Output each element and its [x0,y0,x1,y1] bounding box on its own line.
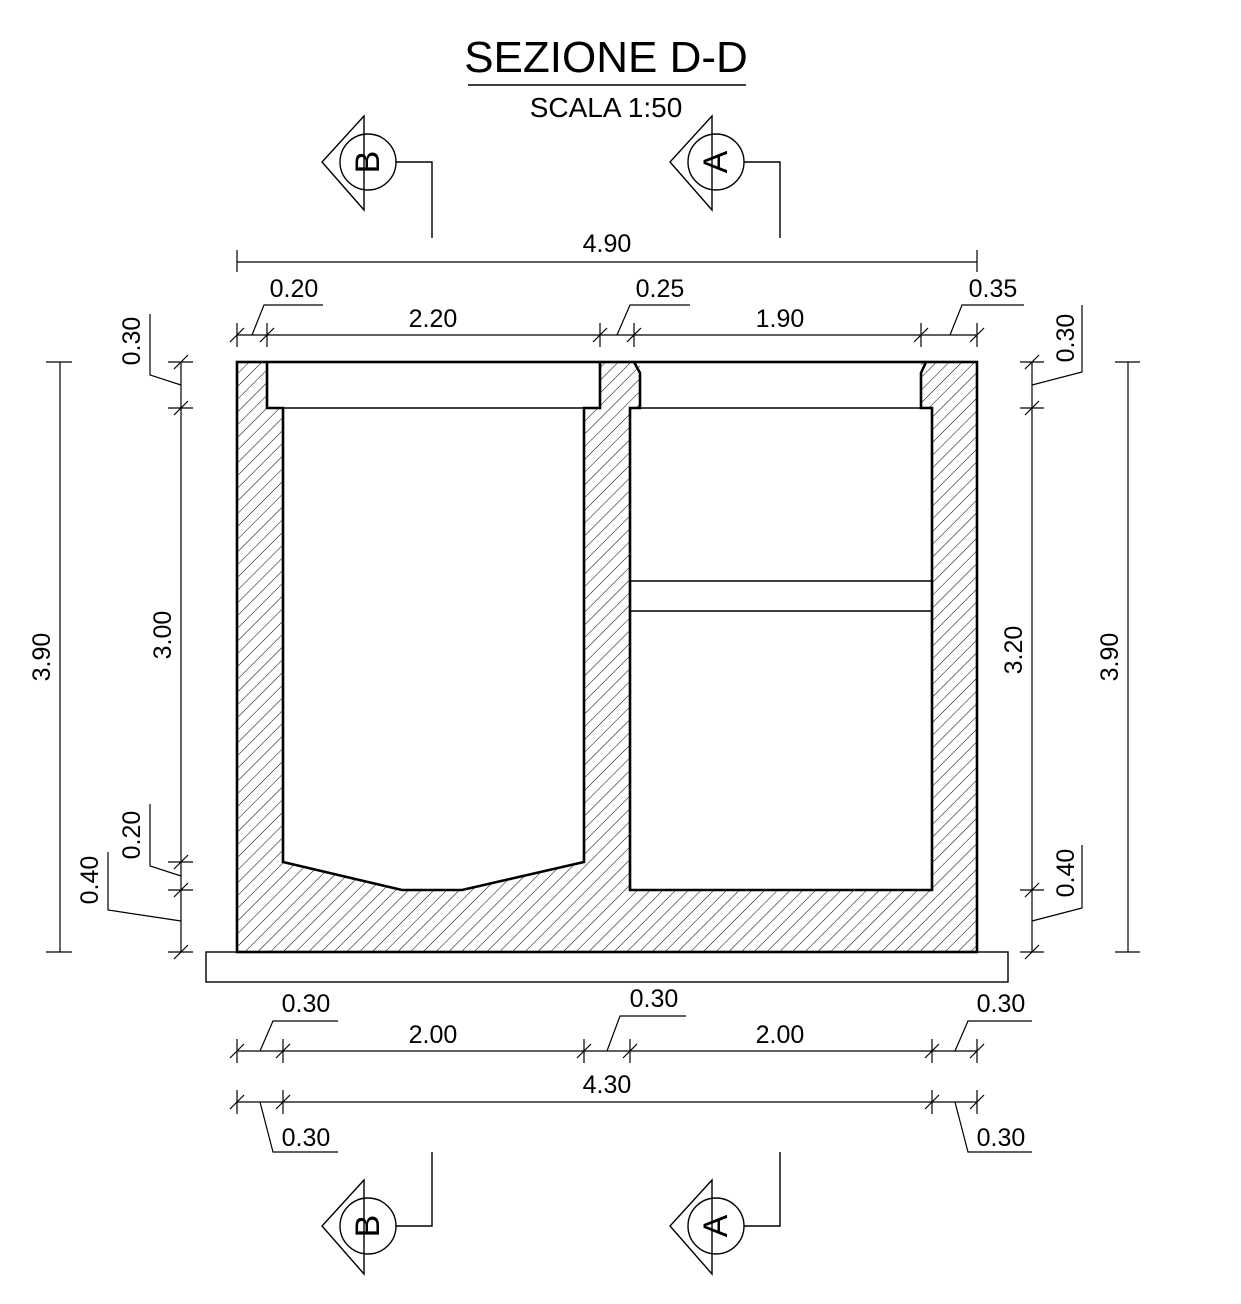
svg-text:4.90: 4.90 [583,230,632,258]
svg-text:4.30: 4.30 [583,1071,632,1099]
dim-total-height-left: 3.90 [28,361,72,953]
svg-text:0.40: 0.40 [1052,849,1080,898]
svg-text:A: A [697,150,735,173]
svg-text:0.25: 0.25 [636,275,685,303]
svg-text:0.20: 0.20 [118,811,146,860]
svg-text:B: B [349,1215,387,1238]
svg-text:0.30: 0.30 [282,990,331,1018]
svg-text:2.00: 2.00 [756,1021,805,1049]
dim-total-height-right: 3.90 [1096,361,1140,953]
svg-text:2.00: 2.00 [409,1021,458,1049]
dim-total-width-bottom: 4.30 0.30 0.30 [229,1071,1032,1153]
dim-right-segments: 0.30 3.20 0.40 [1000,305,1083,960]
drawing-scale: SCALA 1:50 [530,92,683,123]
dim-left-segments: 0.30 3.00 0.20 0.40 [76,314,193,960]
svg-text:0.30: 0.30 [630,985,679,1013]
dim-top-segments: 0.20 2.20 0.25 1.90 0.35 [229,275,1024,347]
dim-total-width-top: 4.90 [236,230,978,272]
section-marker-top-left: B [321,114,433,238]
drawing-title: SEZIONE D-D [464,33,748,82]
svg-text:3.20: 3.20 [1000,626,1028,675]
svg-text:3.90: 3.90 [28,633,56,682]
svg-text:0.30: 0.30 [118,317,146,366]
svg-text:1.90: 1.90 [756,305,805,333]
concrete-structure [235,360,979,954]
svg-text:0.35: 0.35 [969,275,1018,303]
svg-text:3.00: 3.00 [149,611,177,660]
svg-text:0.30: 0.30 [282,1124,331,1152]
svg-text:0.20: 0.20 [270,275,319,303]
svg-text:0.40: 0.40 [76,856,104,905]
svg-text:0.30: 0.30 [1052,314,1080,363]
dim-bottom-segments: 0.30 2.00 0.30 2.00 0.30 [229,985,1032,1063]
svg-text:0.30: 0.30 [977,1124,1026,1152]
section-marker-bottom-right: A [669,1152,781,1276]
section-marker-bottom-left: B [321,1152,433,1276]
svg-text:2.20: 2.20 [409,305,458,333]
svg-text:A: A [697,1214,735,1237]
svg-text:B: B [349,151,387,174]
svg-text:3.90: 3.90 [1096,633,1124,682]
base-slab [205,951,1009,983]
section-marker-top-right: A [669,114,781,238]
svg-text:0.30: 0.30 [977,990,1026,1018]
